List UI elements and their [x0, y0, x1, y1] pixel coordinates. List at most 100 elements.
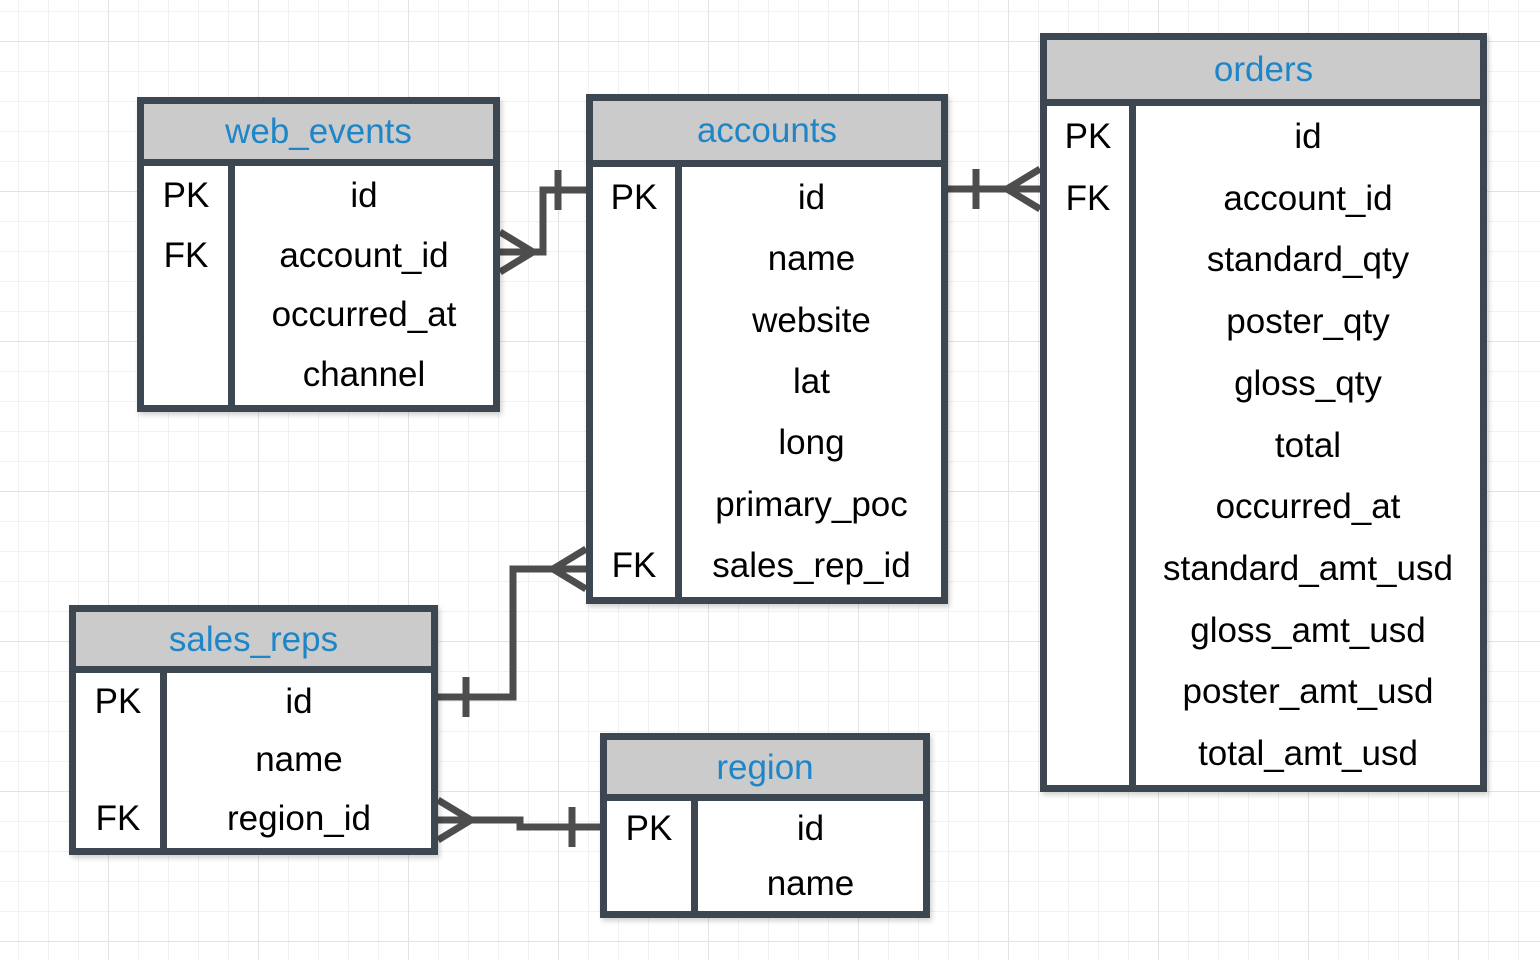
relationship-sales_reps-region_id--region-id[interactable] [436, 797, 600, 847]
field-name: id [691, 801, 923, 856]
field-name: long [675, 412, 941, 475]
key-label [593, 228, 675, 289]
field-name: poster_amt_usd [1129, 661, 1480, 724]
table-title: orders [1047, 40, 1480, 106]
relationship-web_events-account_id--accounts-id[interactable] [498, 170, 586, 275]
table-row: name [76, 731, 431, 790]
key-label [1047, 723, 1129, 785]
key-label: PK [610, 177, 658, 217]
key-label: PK [625, 808, 673, 848]
table-row: PK id [607, 801, 923, 856]
key-label [76, 731, 160, 789]
field-name: id [675, 167, 941, 229]
field-name: name [675, 228, 941, 290]
field-name: standard_qty [1129, 229, 1480, 292]
table-row: long [593, 412, 941, 475]
field-name: standard_amt_usd [1129, 538, 1480, 600]
table-title: region [607, 740, 923, 801]
crows-foot-many-marker [436, 797, 473, 843]
relationship-line [438, 565, 586, 701]
table-row: gloss_amt_usd [1047, 599, 1480, 662]
table-row: name [607, 856, 923, 911]
table-row: poster_qty [1047, 291, 1480, 353]
key-label: FK [95, 798, 141, 838]
table-row: channel [144, 345, 493, 405]
key-label [1047, 291, 1129, 353]
field-name: region_id [160, 789, 431, 848]
table-row: primary_poc [593, 474, 941, 536]
field-name: id [160, 673, 431, 732]
crows-foot-many-marker [498, 229, 535, 275]
field-name: primary_poc [675, 474, 941, 536]
table-row: FK account_id [1047, 167, 1480, 230]
key-label [144, 345, 228, 405]
table-row: gloss_qty [1047, 352, 1480, 415]
crows-foot-many-marker [551, 546, 588, 592]
key-label: PK [1064, 116, 1112, 156]
key-label [593, 351, 675, 412]
relationship-sales_reps-id--accounts-sales_rep_id[interactable] [438, 546, 588, 717]
table-title: accounts [593, 101, 941, 167]
key-label [1047, 476, 1129, 538]
field-name: name [691, 856, 923, 911]
field-name: total [1129, 414, 1480, 477]
key-label: FK [611, 546, 657, 586]
table-row: occurred_at [1047, 476, 1480, 539]
table-row: standard_amt_usd [1047, 538, 1480, 600]
table-row: PK id [144, 166, 493, 226]
field-name: id [228, 166, 493, 226]
table-title: sales_reps [76, 612, 431, 673]
key-label: FK [163, 235, 209, 275]
table-title: web_events [144, 104, 493, 166]
table-row: PK id [593, 167, 941, 229]
key-label [607, 856, 691, 911]
table-row: FK region_id [76, 789, 431, 848]
field-name: name [160, 731, 431, 790]
table-row: FK account_id [144, 225, 493, 286]
table-row: standard_qty [1047, 229, 1480, 292]
key-label [593, 290, 675, 351]
field-name: total_amt_usd [1129, 723, 1480, 786]
table-row: name [593, 228, 941, 290]
field-name: sales_rep_id [675, 535, 941, 597]
field-name: gloss_amt_usd [1129, 599, 1480, 662]
key-label [1047, 353, 1129, 415]
key-label [1047, 600, 1129, 662]
key-label [593, 413, 675, 474]
key-label [1047, 415, 1129, 477]
relationship-line [438, 816, 600, 831]
table-row: poster_amt_usd [1047, 661, 1480, 724]
key-label: PK [162, 175, 210, 215]
key-label [1047, 662, 1129, 724]
table-row: occurred_at [144, 285, 493, 346]
field-name: account_id [1129, 167, 1480, 230]
field-name: account_id [228, 225, 493, 286]
table-row: lat [593, 351, 941, 413]
key-label [1047, 229, 1129, 291]
table-row: FK sales_rep_id [593, 535, 941, 597]
relationship-accounts-id--orders-account_id[interactable] [948, 166, 1042, 212]
table-row: total_amt_usd [1047, 723, 1480, 786]
field-name: lat [675, 351, 941, 413]
field-name: channel [228, 345, 493, 405]
field-name: website [675, 289, 941, 352]
field-name: occurred_at [228, 285, 493, 346]
field-name: id [1129, 106, 1480, 168]
field-name: poster_qty [1129, 291, 1480, 353]
key-label: FK [1065, 178, 1111, 218]
table-row: total [1047, 414, 1480, 477]
field-name: gloss_qty [1129, 352, 1480, 415]
key-label [144, 286, 228, 346]
key-label [593, 474, 675, 535]
